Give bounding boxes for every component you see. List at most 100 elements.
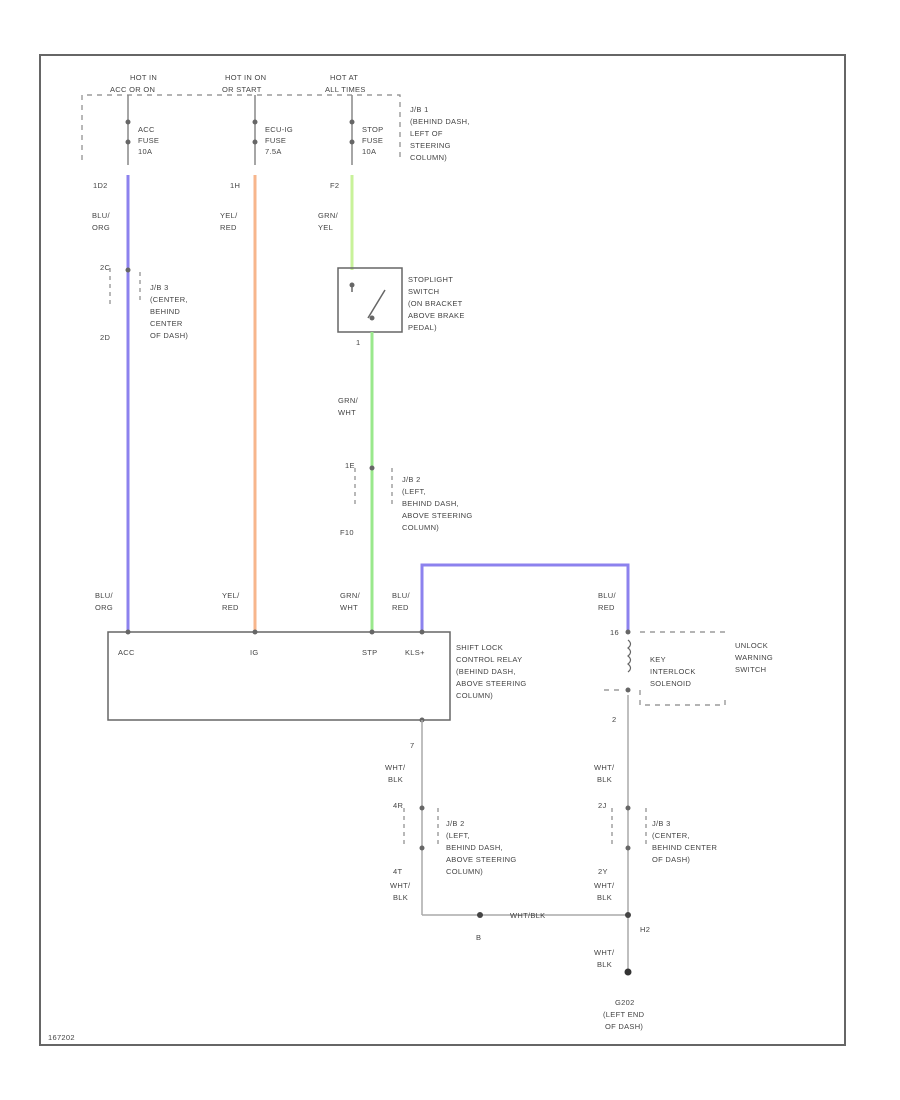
jb3-lower-terminal-top bbox=[625, 805, 631, 811]
diagram-code: 167202 bbox=[48, 1033, 75, 1042]
splice-label: B bbox=[476, 933, 481, 942]
svg-text:WHT: WHT bbox=[340, 603, 358, 612]
hot-label-ig: HOT IN ON OR START bbox=[222, 73, 266, 94]
key-interlock-terminal-bottom bbox=[625, 687, 631, 693]
key-interlock-coil bbox=[627, 639, 632, 673]
connector-1d2: 1D2 bbox=[93, 181, 108, 190]
svg-text:SHIFT LOCK: SHIFT LOCK bbox=[456, 643, 503, 652]
fuse-stop-label: STOP FUSE 10A bbox=[362, 125, 383, 156]
relay-name: SHIFT LOCK CONTROL RELAY (BEHIND DASH, A… bbox=[456, 643, 526, 700]
svg-text:ACC OR ON: ACC OR ON bbox=[110, 85, 155, 94]
svg-text:(BEHIND DASH,: (BEHIND DASH, bbox=[456, 667, 516, 676]
wire-label-relay-gnd2: WHT/ BLK bbox=[390, 881, 411, 902]
svg-text:HOT IN ON: HOT IN ON bbox=[225, 73, 266, 82]
connector-16: 16 bbox=[610, 628, 619, 637]
connector-1e: 1E bbox=[345, 461, 355, 470]
svg-text:STOP: STOP bbox=[362, 125, 383, 134]
svg-text:BLK: BLK bbox=[597, 960, 612, 969]
svg-text:FUSE: FUSE bbox=[362, 136, 383, 145]
relay-pin-ig: IG bbox=[250, 648, 259, 657]
wire-label-key-gnd2: WHT/ BLK bbox=[594, 881, 615, 902]
svg-text:(BEHIND DASH,: (BEHIND DASH, bbox=[410, 117, 470, 126]
svg-text:(ON BRACKET: (ON BRACKET bbox=[408, 299, 463, 308]
svg-text:CENTER: CENTER bbox=[150, 319, 183, 328]
jb1-note: J/B 1 (BEHIND DASH, LEFT OF STEERING COL… bbox=[410, 105, 470, 162]
connector-f10: F10 bbox=[340, 528, 354, 537]
stoplight-switch bbox=[337, 267, 403, 333]
svg-text:WHT/: WHT/ bbox=[594, 948, 615, 957]
svg-text:ORG: ORG bbox=[95, 603, 113, 612]
ground-wires bbox=[421, 695, 629, 970]
svg-text:WHT/: WHT/ bbox=[385, 763, 406, 772]
svg-text:BLU/: BLU/ bbox=[95, 591, 113, 600]
svg-text:INTERLOCK: INTERLOCK bbox=[650, 667, 696, 676]
wire-label-acc-bottom: BLU/ ORG bbox=[95, 591, 113, 612]
svg-text:(LEFT END: (LEFT END bbox=[603, 1010, 645, 1019]
fuse-links bbox=[127, 95, 353, 165]
jb2-boundary-upper bbox=[354, 468, 393, 505]
wire-label-key-gnd: WHT/ BLK bbox=[594, 763, 615, 784]
relay-pin-kls: KLS+ bbox=[405, 648, 425, 657]
connector-2d: 2D bbox=[100, 333, 110, 342]
svg-text:BEHIND DASH,: BEHIND DASH, bbox=[446, 843, 503, 852]
splice-point bbox=[477, 912, 483, 918]
svg-text:BLK: BLK bbox=[393, 893, 408, 902]
unlock-switch-boundary bbox=[604, 631, 728, 706]
connector-2: 2 bbox=[612, 715, 616, 724]
svg-text:10A: 10A bbox=[362, 147, 376, 156]
svg-text:ABOVE STEERING: ABOVE STEERING bbox=[456, 679, 526, 688]
svg-text:YEL/: YEL/ bbox=[220, 211, 238, 220]
svg-text:(CENTER,: (CENTER, bbox=[652, 831, 690, 840]
svg-text:(LEFT,: (LEFT, bbox=[446, 831, 470, 840]
svg-text:ACC: ACC bbox=[138, 125, 155, 134]
wire-label-horizontal: WHT/BLK bbox=[510, 911, 545, 920]
svg-text:BEHIND CENTER: BEHIND CENTER bbox=[652, 843, 717, 852]
shift-lock-relay bbox=[107, 631, 451, 721]
svg-text:J/B 2: J/B 2 bbox=[446, 819, 465, 828]
svg-text:COLUMN): COLUMN) bbox=[456, 691, 493, 700]
jb2-terminal bbox=[369, 465, 375, 471]
svg-text:G202: G202 bbox=[615, 998, 635, 1007]
wire-label-ig-top: YEL/ RED bbox=[220, 211, 238, 232]
jb1-boundary bbox=[81, 94, 401, 160]
svg-text:BLK: BLK bbox=[388, 775, 403, 784]
svg-text:7.5A: 7.5A bbox=[265, 147, 282, 156]
stoplight-note: STOPLIGHT SWITCH (ON BRACKET ABOVE BRAKE… bbox=[408, 275, 464, 332]
connector-2j: 2J bbox=[598, 801, 607, 810]
unlock-warning-note: UNLOCK WARNING SWITCH bbox=[735, 641, 773, 674]
jb2-note-lower: J/B 2 (LEFT, BEHIND DASH, ABOVE STEERING… bbox=[446, 819, 516, 876]
svg-text:ABOVE STEERING: ABOVE STEERING bbox=[402, 511, 472, 520]
jb3-terminal bbox=[125, 267, 131, 273]
svg-text:J/B 3: J/B 3 bbox=[652, 819, 671, 828]
svg-text:BLK: BLK bbox=[597, 893, 612, 902]
hot-label-always: HOT AT ALL TIMES bbox=[325, 73, 365, 94]
svg-text:CONTROL RELAY: CONTROL RELAY bbox=[456, 655, 522, 664]
svg-text:ABOVE STEERING: ABOVE STEERING bbox=[446, 855, 516, 864]
wire-label-kls-bottom: BLU/ RED bbox=[392, 591, 410, 612]
jb3-note: J/B 3 (CENTER, BEHIND CENTER OF DASH) bbox=[150, 283, 188, 340]
svg-text:J/B 1: J/B 1 bbox=[410, 105, 429, 114]
svg-text:BEHIND DASH,: BEHIND DASH, bbox=[402, 499, 459, 508]
connector-1: 1 bbox=[356, 338, 360, 347]
svg-text:COLUMN): COLUMN) bbox=[402, 523, 439, 532]
connector-2y: 2Y bbox=[598, 867, 608, 876]
svg-text:WHT/: WHT/ bbox=[390, 881, 411, 890]
jb3-boundary-lower bbox=[611, 808, 647, 845]
svg-text:YEL/: YEL/ bbox=[222, 591, 240, 600]
svg-text:UNLOCK: UNLOCK bbox=[735, 641, 768, 650]
wire-label-relay-gnd: WHT/ BLK bbox=[385, 763, 406, 784]
connector-2c: 2C bbox=[100, 263, 110, 272]
ground-note: G202 (LEFT END OF DASH) bbox=[603, 998, 645, 1031]
svg-text:RED: RED bbox=[598, 603, 615, 612]
connector-1h: 1H bbox=[230, 181, 240, 190]
relay-pin-stp: STP bbox=[362, 648, 378, 657]
fuse-acc-label: ACC FUSE 10A bbox=[138, 125, 159, 156]
ground-junction bbox=[625, 912, 631, 918]
svg-text:GRN/: GRN/ bbox=[340, 591, 361, 600]
key-interlock-label: KEY INTERLOCK SOLENOID bbox=[650, 655, 696, 688]
ground-g202 bbox=[624, 968, 632, 976]
svg-text:RED: RED bbox=[222, 603, 239, 612]
relay-pin-terminals bbox=[125, 629, 425, 723]
svg-text:RED: RED bbox=[392, 603, 409, 612]
